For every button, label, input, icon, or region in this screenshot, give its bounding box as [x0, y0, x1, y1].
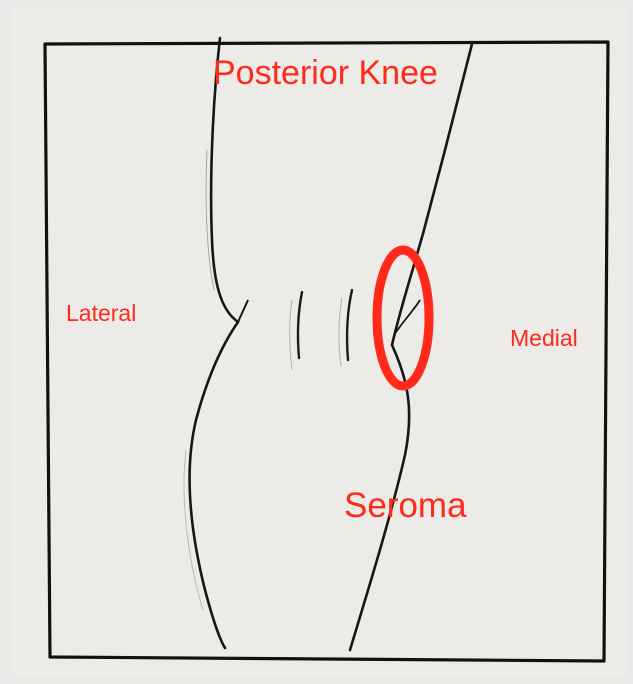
figure-title: Posterior Knee: [213, 56, 438, 90]
medial-label: Medial: [510, 327, 578, 350]
seroma-label: Seroma: [344, 488, 467, 523]
lateral-label: Lateral: [66, 302, 136, 325]
